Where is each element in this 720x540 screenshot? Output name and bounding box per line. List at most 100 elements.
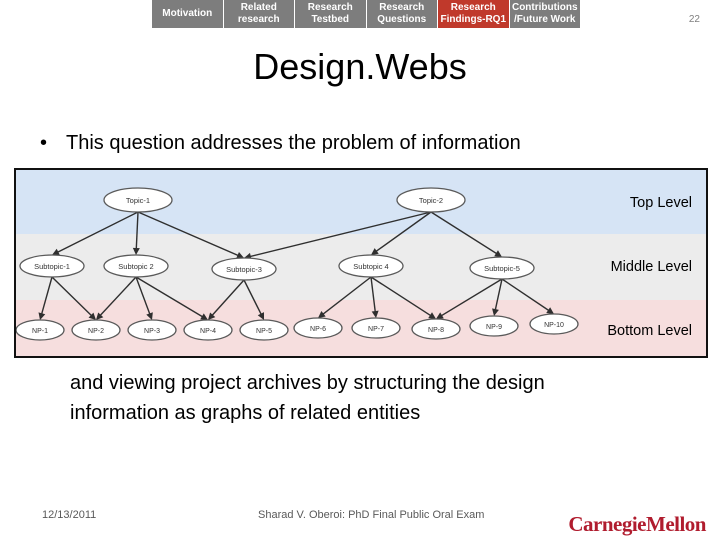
edge-t2-s4 xyxy=(372,211,432,255)
node-ellipse-n2 xyxy=(71,319,121,341)
node-label-n7: NP-7 xyxy=(368,326,384,333)
node-ellipse-n1 xyxy=(15,319,65,341)
node-ellipse-s1 xyxy=(19,254,85,278)
node-ellipse-n4 xyxy=(183,319,233,341)
nav-item-4[interactable]: Research Questions xyxy=(366,0,438,28)
node-s1: Subtopic-1 xyxy=(19,254,85,278)
node-label-s1: Subtopic-1 xyxy=(34,262,70,271)
footer-date: 12/13/2011 xyxy=(42,509,97,521)
node-n5: NP-5 xyxy=(239,319,289,341)
bullet-text-1: This question addresses the problem of i… xyxy=(66,132,521,154)
bullet-line-2: and viewing project archives by structur… xyxy=(70,372,545,394)
node-label-t1: Topic-1 xyxy=(126,196,150,205)
node-label-n3: NP-3 xyxy=(144,328,160,335)
edge-arrowhead-t1-s1 xyxy=(52,248,60,255)
node-label-s4: Subtopic 4 xyxy=(353,262,388,271)
edge-s5-n9 xyxy=(493,278,503,315)
node-ellipse-n6 xyxy=(293,317,343,339)
edge-arrowhead-s5-n10 xyxy=(546,307,554,314)
edge-arrowhead-s4-n8 xyxy=(428,312,436,319)
node-ellipse-n8 xyxy=(411,318,461,340)
nav-item-3[interactable]: Research Testbed xyxy=(295,0,367,28)
edge-arrowhead-s4-n6 xyxy=(318,310,326,318)
edge-s5-n10 xyxy=(501,278,553,314)
edge-s2-n2 xyxy=(96,276,137,320)
level-label-3: Bottom Level xyxy=(607,323,692,339)
node-label-s2: Subtopic 2 xyxy=(118,262,153,271)
edge-t2-s5 xyxy=(430,211,501,257)
nav-item-2[interactable]: Related research xyxy=(223,0,295,28)
node-label-t2: Topic-2 xyxy=(419,196,443,205)
node-n10: NP-10 xyxy=(529,313,579,335)
edge-t1-s2 xyxy=(135,211,139,254)
edge-s1-n1 xyxy=(39,276,53,319)
node-ellipse-n10 xyxy=(529,313,579,335)
edge-arrowhead-s1-n2 xyxy=(88,312,96,320)
edge-arrowhead-t1-s2 xyxy=(132,247,140,255)
node-label-n1: NP-1 xyxy=(32,328,48,335)
edge-arrowhead-s2-n3 xyxy=(146,312,153,320)
node-ellipse-n5 xyxy=(239,319,289,341)
node-ellipse-n9 xyxy=(469,315,519,337)
node-n4: NP-4 xyxy=(183,319,233,341)
node-ellipse-n7 xyxy=(351,317,401,339)
edge-arrowhead-s5-n9 xyxy=(492,308,499,316)
edge-s3-n4 xyxy=(208,279,245,319)
node-label-n4: NP-4 xyxy=(200,328,216,335)
node-ellipse-s5 xyxy=(469,256,535,280)
node-label-n6: NP-6 xyxy=(310,326,326,333)
bullet-line-1: • This question addresses the problem of … xyxy=(40,132,521,155)
edge-s1-n2 xyxy=(51,276,96,320)
edge-arrowhead-s3-n4 xyxy=(208,312,216,320)
edge-arrowhead-s5-n8 xyxy=(436,312,444,319)
node-t2: Topic-2 xyxy=(396,187,466,213)
node-ellipse-s2 xyxy=(103,254,169,278)
edge-s2-n4 xyxy=(135,276,207,320)
node-s2: Subtopic 2 xyxy=(103,254,169,278)
node-ellipse-t2 xyxy=(396,187,466,213)
edge-t1-s1 xyxy=(53,211,139,255)
edge-s3-n5 xyxy=(243,279,264,319)
bullet-dot: • xyxy=(40,132,48,154)
bullet-line-3: information as graphs of related entitie… xyxy=(70,402,421,424)
node-ellipse-n3 xyxy=(127,319,177,341)
node-ellipse-s3 xyxy=(211,257,277,281)
node-label-n8: NP-8 xyxy=(428,327,444,334)
node-s5: Subtopic-5 xyxy=(469,256,535,280)
node-n7: NP-7 xyxy=(351,317,401,339)
level-label-1: Top Level xyxy=(630,195,692,211)
node-s3: Subtopic-3 xyxy=(211,257,277,281)
edge-t1-s3 xyxy=(137,211,243,258)
node-label-n9: NP-9 xyxy=(486,324,502,331)
nav-item-5[interactable]: Research Findings-RQ1 xyxy=(438,0,510,28)
node-n6: NP-6 xyxy=(293,317,343,339)
edge-arrowhead-s4-n7 xyxy=(371,310,379,318)
edge-arrowhead-s1-n1 xyxy=(38,312,46,320)
nav-item-1[interactable]: Motivation xyxy=(152,0,224,28)
node-label-s5: Subtopic-5 xyxy=(484,264,520,273)
node-n9: NP-9 xyxy=(469,315,519,337)
edge-s4-n6 xyxy=(319,276,372,318)
node-s4: Subtopic 4 xyxy=(338,254,404,278)
node-n8: NP-8 xyxy=(411,318,461,340)
node-label-s3: Subtopic-3 xyxy=(226,265,262,274)
node-n3: NP-3 xyxy=(127,319,177,341)
edge-s5-n8 xyxy=(437,278,503,319)
node-n1: NP-1 xyxy=(15,319,65,341)
node-ellipse-t1 xyxy=(103,187,173,213)
footer-presenter: Sharad V. Oberoi: PhD Final Public Oral … xyxy=(258,509,485,521)
node-label-n10: NP-10 xyxy=(544,322,564,329)
edge-arrowhead-t2-s4 xyxy=(371,248,379,255)
level-label-2: Middle Level xyxy=(611,259,692,275)
carnegie-mellon-logo: CarnegieMellon xyxy=(568,512,706,536)
edge-t2-s3 xyxy=(245,211,432,259)
nav-item-6[interactable]: Contributions /Future Work xyxy=(509,0,580,28)
node-ellipse-s4 xyxy=(338,254,404,278)
page-number: 22 xyxy=(688,14,700,25)
edge-arrowhead-s3-n5 xyxy=(257,312,264,320)
edge-arrowhead-t1-s3 xyxy=(236,252,244,259)
node-t1: Topic-1 xyxy=(103,187,173,213)
